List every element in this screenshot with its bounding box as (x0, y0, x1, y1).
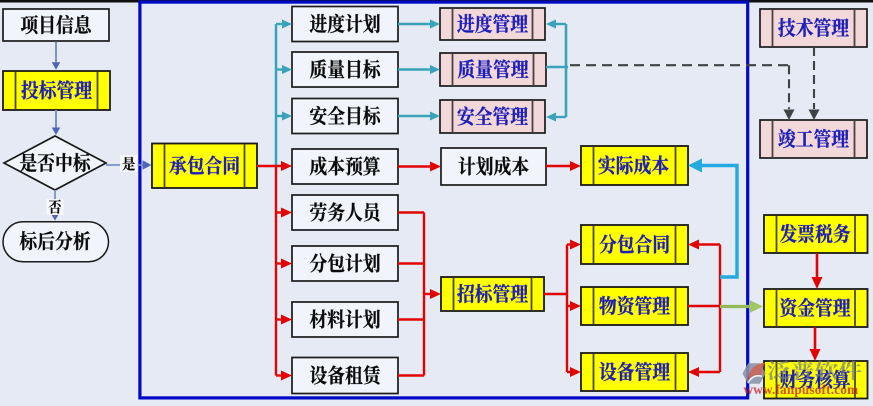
svg-text:www.fanpusoft.com: www.fanpusoft.com (744, 382, 859, 397)
